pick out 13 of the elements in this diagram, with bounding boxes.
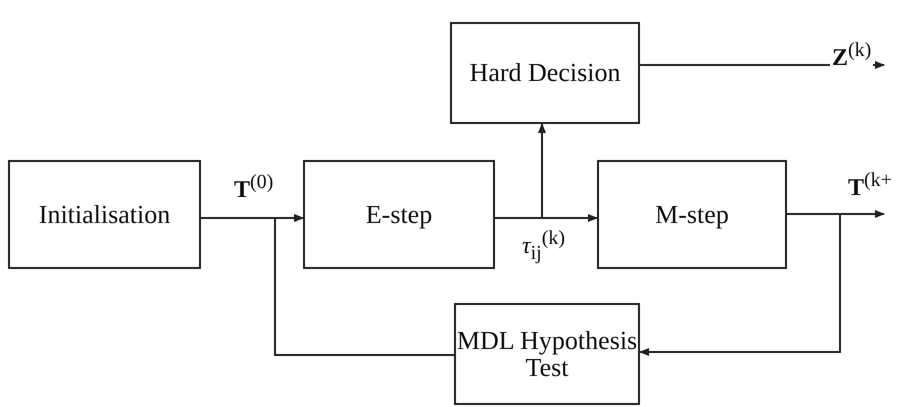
arrow (639, 213, 841, 356)
process-box (454, 303, 640, 405)
arrow (274, 214, 454, 356)
box-label: MDL Hypothesis Test (456, 326, 638, 382)
arrow (495, 123, 546, 219)
box-label: Hard Decision (470, 59, 620, 87)
box-label: M-step (655, 200, 729, 228)
box-label: Initialisation (38, 200, 170, 228)
process-box (450, 22, 640, 124)
process-box (8, 160, 201, 269)
process-box (303, 160, 495, 269)
box-label: E-step (366, 200, 432, 228)
process-box (597, 160, 787, 269)
